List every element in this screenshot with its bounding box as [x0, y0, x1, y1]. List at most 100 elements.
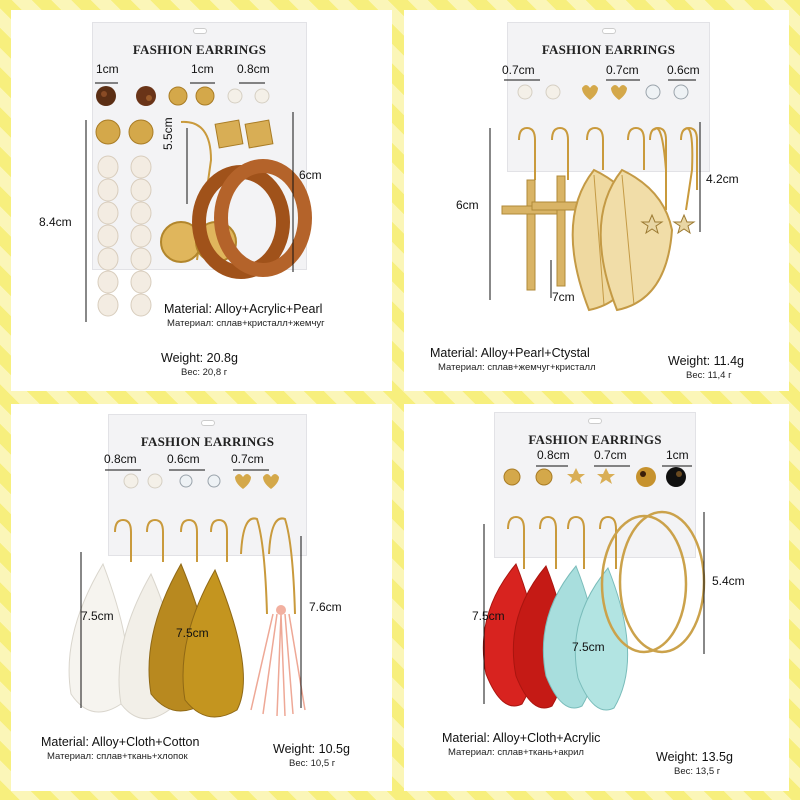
dim-label: 0.6cm: [667, 63, 700, 77]
card-title: FASHION EARRINGS: [541, 42, 676, 57]
pearl-stud: [227, 88, 243, 104]
dim-label: 5.5cm: [161, 117, 175, 150]
material-label: Material: Alloy+Cloth+Acrylic: [442, 731, 601, 745]
mustard-leather-teardrop: [182, 568, 244, 718]
product-panel-3: FASHION EARRINGS 0.8cm 0.6cm 0.7cm: [11, 404, 392, 791]
dim-label: 0.7cm: [594, 448, 627, 462]
coin-drop-top: [128, 119, 154, 145]
crystal-star-charm: [672, 213, 696, 235]
gold-square-stud: [244, 119, 274, 149]
gold-coin-stud: [168, 86, 188, 106]
weight-label-ru: Вес: 20,8 г: [181, 367, 228, 378]
earrings-illustration: [489, 79, 701, 312]
material-label-ru: Материал: сплав+жемчуг+кристалл: [438, 362, 596, 373]
gold-cross-pendant: [501, 175, 591, 291]
gold-star-stud: [567, 468, 585, 484]
earrings-illustration: [85, 82, 312, 322]
pearl-stud: [147, 473, 163, 489]
dim-label: 0.8cm: [237, 62, 270, 76]
material-label-ru: Материал: сплав+кристалл+жемчуг: [167, 318, 325, 329]
crystal-star-charm: [640, 213, 664, 235]
weight-label: Weight: 20.8g: [161, 351, 238, 365]
weight-label: Weight: 13.5g: [656, 750, 733, 764]
material-label: Material: Alloy+Cloth+Cotton: [41, 735, 200, 749]
weight-label: Weight: 11.4g: [668, 354, 744, 368]
gold-filigree-leaf: [599, 168, 674, 312]
dim-label: 6cm: [456, 198, 479, 212]
dim-label: 8.4cm: [39, 215, 72, 229]
coin-drop-top: [95, 119, 121, 145]
dim-label: 5.4cm: [712, 574, 745, 588]
weight-label-ru: Вес: 10,5 г: [289, 758, 336, 769]
dim-label: 0.7cm: [231, 452, 264, 466]
material-label-ru: Материал: сплав+ткань+акрил: [448, 747, 584, 758]
card-hang-hole: [601, 28, 616, 34]
gold-heart-stud: [582, 85, 598, 100]
gold-large-hoop: [618, 510, 706, 654]
earrings-illustration: [482, 465, 706, 711]
gold-coin-stud: [195, 86, 215, 106]
dim-label: 7.5cm: [81, 609, 114, 623]
crystal-stud: [207, 474, 221, 488]
dim-label: 1cm: [666, 448, 689, 462]
card-hang-hole: [588, 418, 602, 424]
card-title: FASHION EARRINGS: [140, 434, 275, 449]
pearl-stud: [545, 84, 561, 100]
gold-hook-hoop: [180, 120, 213, 261]
card-title: FASHION EARRINGS: [132, 42, 267, 57]
dim-label: 7.5cm: [572, 640, 605, 654]
dim-label: 1cm: [191, 62, 214, 76]
tortoise-stud: [136, 86, 156, 106]
product-panel-4: FASHION EARRINGS 0.8cm 0.7cm 1cm 7.5cm 7…: [404, 404, 789, 791]
dim-label: 7cm: [552, 290, 575, 304]
pearl-stud: [254, 88, 270, 104]
dim-label: 7.5cm: [472, 609, 505, 623]
gold-heart-stud: [235, 474, 251, 489]
pearl-stud: [517, 84, 533, 100]
pearl-stud: [123, 473, 139, 489]
product-panel-2: FASHION EARRINGS: [404, 10, 789, 391]
weight-label: Weight: 10.5g: [273, 742, 350, 756]
dim-label: 0.7cm: [502, 63, 535, 77]
gold-heart-stud: [263, 474, 279, 489]
crystal-stud: [645, 84, 661, 100]
black-acrylic-stud: [666, 467, 686, 487]
product-panel-1: FASHION EARRINGS: [11, 10, 392, 391]
gold-square-stud: [214, 119, 244, 149]
card-title: FASHION EARRINGS: [528, 432, 662, 447]
gold-large-hoop: [600, 514, 688, 654]
crystal-stud: [179, 474, 193, 488]
dim-label: 6cm: [299, 168, 322, 182]
gold-star-stud: [597, 468, 615, 484]
dim-label: 7.5cm: [176, 626, 209, 640]
dim-label: 0.7cm: [606, 63, 639, 77]
pink-tassel: [250, 613, 306, 717]
material-label-ru: Материал: сплав+ткань+хлопок: [47, 751, 188, 762]
weight-label-ru: Вес: 13,5 г: [674, 766, 721, 777]
gold-heart-stud: [611, 85, 627, 100]
tortoise-hoop: [214, 159, 312, 277]
card-hang-hole: [200, 420, 215, 426]
crystal-stud: [673, 84, 689, 100]
pearl-strand: [97, 155, 152, 317]
dim-label: 0.6cm: [167, 452, 200, 466]
gold-ball-stud: [503, 468, 521, 486]
dim-label: 0.8cm: [104, 452, 137, 466]
weight-label-ru: Вес: 11,4 г: [686, 370, 732, 381]
earring-card: FASHION EARRINGS: [494, 412, 696, 558]
gold-hoop: [683, 127, 694, 211]
tortoise-stud: [636, 467, 656, 487]
dim-label: 7.6cm: [309, 600, 342, 614]
mint-leather-leaf: [574, 567, 629, 711]
material-label: Material: Alloy+Pearl+Ctystal: [430, 346, 590, 360]
card-hang-hole: [192, 28, 207, 34]
gold-hoop: [653, 127, 667, 210]
ear-hooks: [507, 515, 617, 569]
earrings-illustration: [68, 469, 306, 720]
dim-label: 0.8cm: [537, 448, 570, 462]
material-label: Material: Alloy+Acrylic+Pearl: [164, 302, 323, 316]
gold-ball-stud: [535, 468, 553, 486]
ear-hooks: [114, 517, 296, 615]
dim-label: 4.2cm: [706, 172, 739, 186]
dim-label: 1cm: [96, 62, 119, 76]
